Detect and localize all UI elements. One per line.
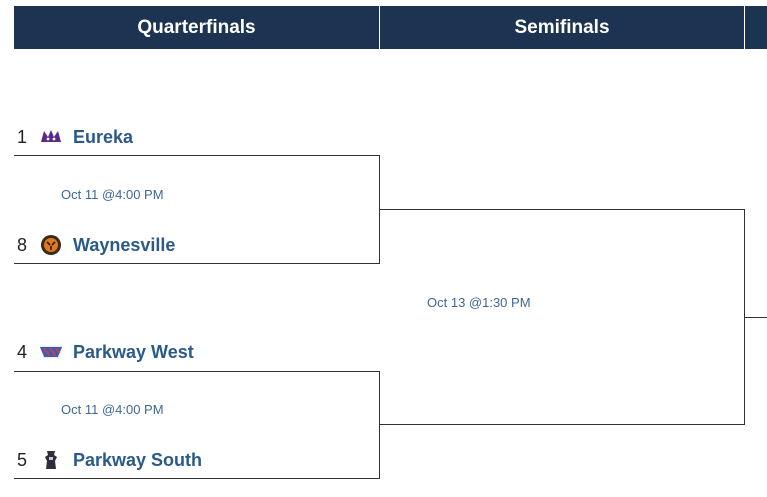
- bracket-connector-qf1: [379, 155, 380, 264]
- bracket-line-qf1-bottom: [14, 263, 380, 264]
- bracket-connector-qf2: [379, 371, 380, 479]
- bracket-line-qf1-top: [14, 155, 380, 156]
- bracket-line-qf2-top: [14, 371, 380, 372]
- longhorns-logo-icon: [39, 341, 63, 363]
- wildcat-logo-icon: [39, 126, 63, 148]
- team-name-link[interactable]: Parkway West: [73, 341, 194, 362]
- team-row-eureka: 1 Eureka: [14, 125, 133, 149]
- bracket-line-final-stub: [745, 317, 767, 318]
- team-row-waynesville: 8 Waynesville: [14, 233, 175, 257]
- team-row-parkway-west: 4 Parkway West: [14, 340, 194, 364]
- game-time-qf1: Oct 11 @4:00 PM: [61, 187, 164, 202]
- team-seed: 4: [17, 341, 28, 362]
- patriot-logo-icon: [39, 449, 63, 471]
- team-name-link[interactable]: Eureka: [73, 126, 134, 147]
- bracket-connector-sf: [744, 209, 745, 425]
- team-seed: 1: [17, 126, 28, 147]
- game-time-sf1: Oct 13 @1:30 PM: [427, 295, 531, 310]
- column-header-quarterfinals: Quarterfinals: [14, 6, 379, 49]
- tiger-logo-icon: [39, 234, 63, 256]
- bracket-line-sf-top: [380, 209, 745, 210]
- column-header-semifinals: Semifinals: [380, 6, 744, 49]
- team-seed: 5: [17, 449, 28, 470]
- team-seed: 8: [17, 234, 28, 255]
- team-row-parkway-south: 5 Parkway South: [14, 448, 202, 472]
- game-time-qf2: Oct 11 @4:00 PM: [61, 402, 164, 417]
- team-name-link[interactable]: Waynesville: [73, 234, 176, 255]
- bracket-line-qf2-bottom: [14, 478, 380, 479]
- team-name-link[interactable]: Parkway South: [73, 449, 203, 470]
- bracket-line-sf-bottom: [380, 424, 745, 425]
- column-header-next-round: [745, 6, 767, 49]
